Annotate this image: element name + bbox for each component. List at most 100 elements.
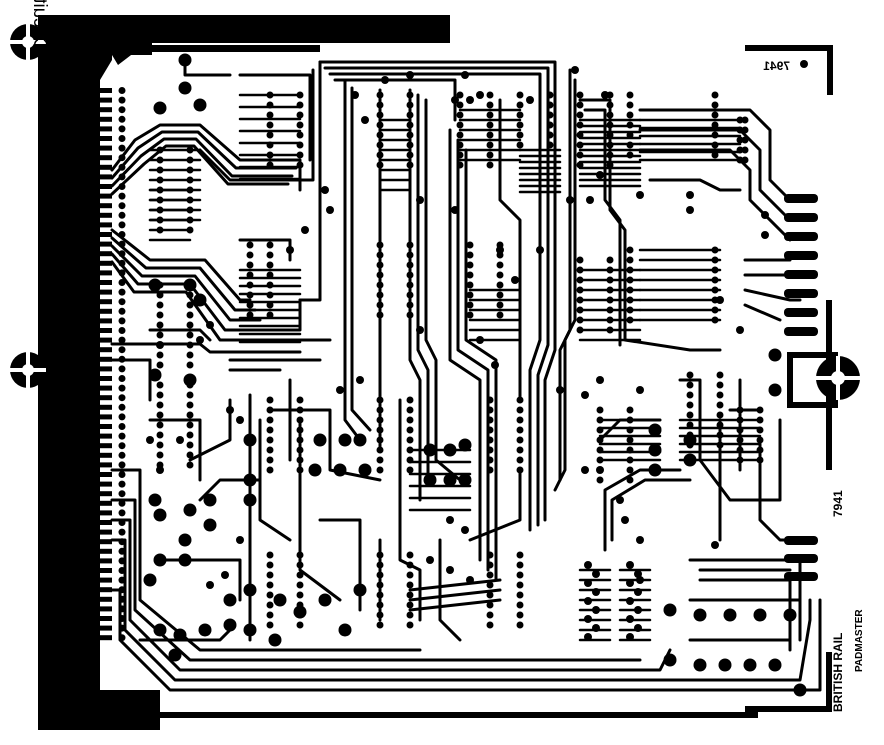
- solder-pad: [626, 426, 634, 434]
- solder-pad: [584, 579, 592, 587]
- solder-pad: [516, 611, 524, 619]
- solder-pad: [736, 326, 744, 334]
- solder-pad: [406, 111, 414, 119]
- solder-pad: [296, 416, 304, 424]
- solder-pad: [266, 101, 274, 109]
- solder-pad: [516, 621, 524, 629]
- solder-pad: [736, 126, 744, 134]
- solder-pad: [768, 348, 782, 362]
- solder-pad: [606, 121, 614, 129]
- solder-pad: [376, 571, 384, 579]
- solder-pad: [486, 446, 494, 454]
- finger-via: [118, 442, 126, 450]
- solder-pad: [606, 316, 614, 324]
- solder-pad: [576, 326, 584, 334]
- solder-pad: [186, 401, 194, 409]
- solder-pad: [743, 658, 757, 672]
- solder-pad: [456, 161, 464, 169]
- solder-pad: [486, 601, 494, 609]
- edge-finger: [64, 414, 112, 420]
- solder-pad: [296, 591, 304, 599]
- solder-pad: [716, 421, 724, 429]
- solder-pad: [606, 286, 614, 294]
- finger-via: [118, 135, 126, 142]
- solder-pad: [186, 166, 194, 174]
- solder-pad: [376, 91, 384, 99]
- solder-pad: [153, 553, 167, 567]
- solder-pad: [296, 581, 304, 589]
- solder-pad: [416, 196, 424, 204]
- solder-pad: [376, 141, 384, 149]
- solder-pad: [266, 446, 274, 454]
- edge-finger: [64, 510, 112, 516]
- solder-pad: [236, 536, 244, 544]
- solder-pad: [576, 296, 584, 304]
- solder-pad: [761, 231, 769, 239]
- solder-pad: [626, 121, 634, 129]
- solder-pad: [406, 591, 414, 599]
- solder-pad: [793, 683, 807, 697]
- solder-pad: [592, 570, 600, 578]
- solder-pad: [381, 76, 389, 84]
- edge-finger: [64, 241, 112, 247]
- solder-pad: [648, 443, 662, 457]
- solder-pad: [423, 443, 437, 457]
- solder-pad: [511, 276, 519, 284]
- solder-pad: [486, 551, 494, 559]
- solder-pad: [592, 606, 600, 614]
- solder-pad: [178, 81, 192, 95]
- solder-pad: [596, 446, 604, 454]
- part-number-mirrored: 7941: [763, 59, 808, 73]
- edge-finger: [64, 212, 112, 218]
- solder-pad: [196, 336, 204, 344]
- solder-pad: [153, 101, 167, 115]
- solder-pad: [634, 624, 642, 632]
- mounting-hole-top-left: [10, 24, 46, 60]
- solder-pad: [476, 91, 484, 99]
- solder-pad: [156, 186, 164, 194]
- svg-text:7941: 7941: [763, 59, 790, 73]
- solder-pad: [584, 561, 592, 569]
- solder-pad: [406, 581, 414, 589]
- solder-pad: [376, 281, 384, 289]
- edge-finger: [64, 164, 112, 170]
- solder-pad: [336, 386, 344, 394]
- solder-pad: [486, 396, 494, 404]
- solder-pad: [626, 446, 634, 454]
- solder-pad: [756, 446, 764, 454]
- solder-pad: [296, 141, 304, 149]
- edge-finger: [64, 558, 112, 564]
- solder-pad: [648, 463, 662, 477]
- solder-pad: [156, 401, 164, 409]
- solder-pad: [266, 161, 274, 169]
- solder-pad: [496, 311, 504, 319]
- solder-pad: [246, 291, 254, 299]
- solder-pad: [546, 131, 554, 139]
- edge-finger: [64, 289, 112, 295]
- solder-pad: [606, 296, 614, 304]
- solder-pad: [243, 583, 257, 597]
- solder-pad: [266, 271, 274, 279]
- solder-pad: [486, 561, 494, 569]
- solder-pad: [606, 151, 614, 159]
- solder-pad: [186, 341, 194, 349]
- solder-pad: [178, 533, 192, 547]
- solder-pad: [606, 161, 614, 169]
- solder-pad: [266, 466, 274, 474]
- solder-pad: [516, 581, 524, 589]
- solder-pad: [266, 141, 274, 149]
- solder-pad: [406, 611, 414, 619]
- solder-pad: [296, 151, 304, 159]
- solder-pad: [576, 286, 584, 294]
- solder-pad: [456, 151, 464, 159]
- solder-pad: [736, 436, 744, 444]
- solder-pad: [486, 151, 494, 159]
- solder-pad: [486, 161, 494, 169]
- solder-pad: [576, 131, 584, 139]
- right-connector-pads: [784, 194, 818, 581]
- solder-pad: [156, 226, 164, 234]
- solder-pad: [301, 226, 309, 234]
- solder-pad: [576, 276, 584, 284]
- solder-pad: [148, 368, 162, 382]
- solder-pad: [516, 141, 524, 149]
